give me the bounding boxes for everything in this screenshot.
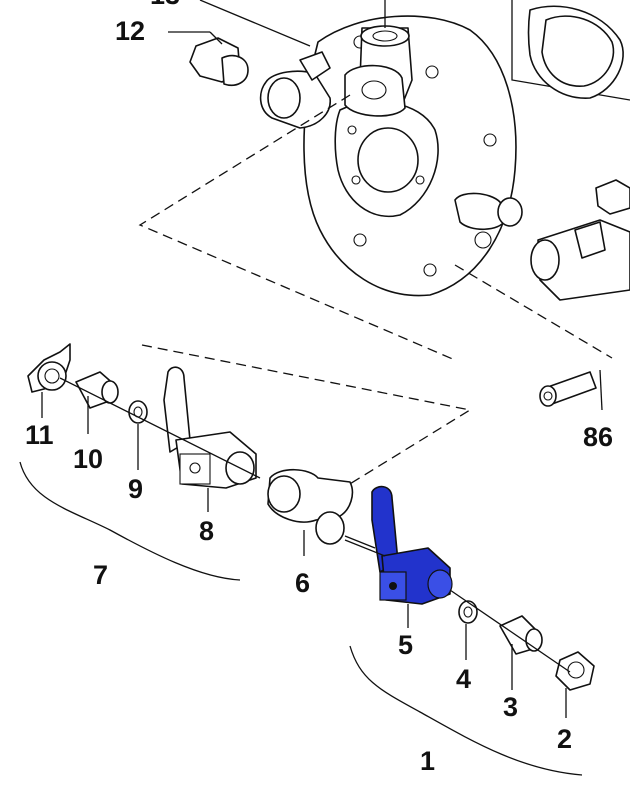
bracket-assembly-1 <box>349 645 583 776</box>
label-part-11: 11 <box>25 420 54 450</box>
label-part-3: 3 <box>503 692 518 722</box>
cap-nut-part-12 <box>168 31 249 86</box>
elbow-fitting-top <box>259 51 331 129</box>
connection-line-right <box>344 539 571 673</box>
label-part-2: 2 <box>557 724 572 754</box>
assembly-dashed-outline-bottom <box>454 264 613 359</box>
elbow-fitting-part-6 <box>267 468 376 556</box>
label-part-8: 8 <box>199 516 214 546</box>
label-part-9: 9 <box>128 474 143 504</box>
tee-pipe-right <box>454 179 630 301</box>
label-part-13: 13 <box>150 0 180 10</box>
label-part-1: 1 <box>420 746 435 776</box>
label-part-86: 86 <box>583 422 613 452</box>
connection-line-left <box>59 377 261 479</box>
label-part-6: 6 <box>295 568 310 598</box>
hose-fitting-part-10 <box>75 371 119 434</box>
ball-valve-part-8 <box>163 366 257 512</box>
hose-fitting-part-3 <box>499 615 543 690</box>
assembly-dashed-outline-lower <box>141 344 472 491</box>
label-part-5: 5 <box>398 630 413 660</box>
pump-housing-flange <box>303 0 517 297</box>
wing-nut-part-2 <box>555 651 595 718</box>
bolt-part-86 <box>539 369 603 411</box>
wing-nut-part-11 <box>27 343 71 418</box>
label-part-7: 7 <box>93 560 108 590</box>
frame-top-right <box>511 0 630 101</box>
ball-valve-part-5-highlighted <box>371 485 453 628</box>
assembly-dashed-outline-top <box>138 94 456 361</box>
bracket-assembly-7 <box>19 461 241 581</box>
leader-line-13 <box>199 0 311 47</box>
label-part-4: 4 <box>456 664 471 694</box>
washer-part-4 <box>458 600 478 660</box>
washer-part-9 <box>128 400 148 470</box>
label-part-10: 10 <box>73 444 103 474</box>
label-part-12: 12 <box>115 16 145 46</box>
